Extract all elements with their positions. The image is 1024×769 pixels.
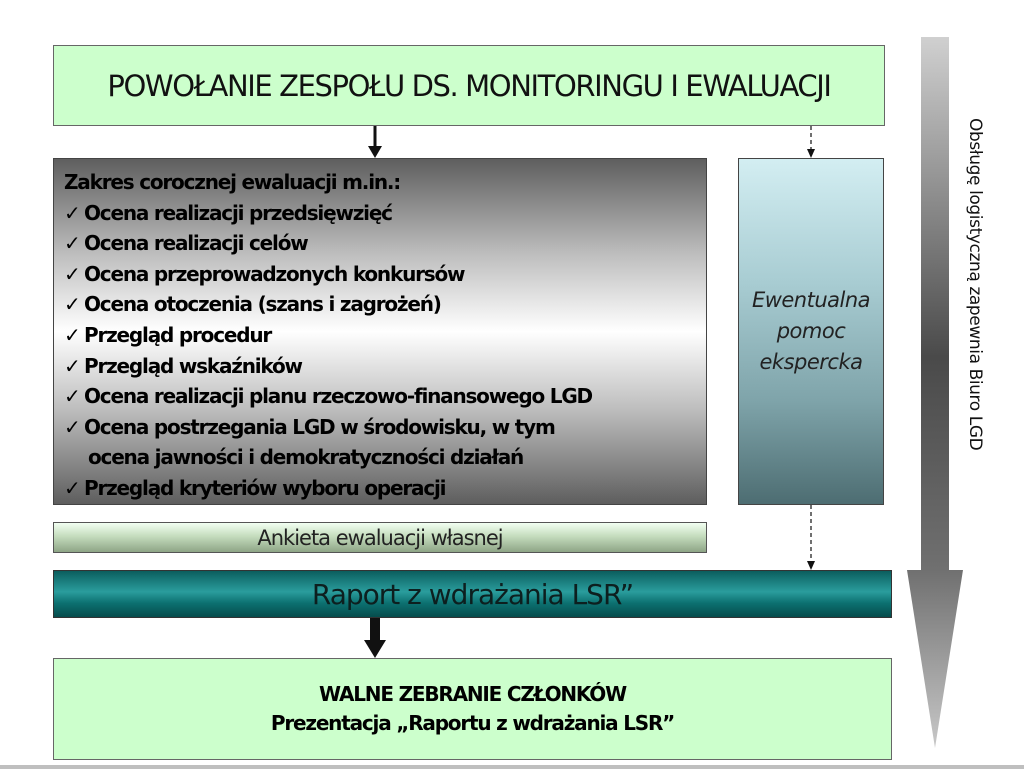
check-icon: ✓ — [64, 475, 81, 500]
scope-item: ✓Ocena postrzegania LGD w środowisku, w … — [64, 412, 698, 443]
survey-label: Ankieta ewaluacji własnej — [257, 525, 503, 550]
arrow-head-icon — [807, 561, 815, 570]
box-self-evaluation-survey: Ankieta ewaluacji własnej — [53, 522, 707, 553]
big-down-arrow-icon — [907, 37, 963, 748]
general-assembly-subtitle: Prezentacja „Raportu z wdrażania LSR” — [270, 711, 675, 735]
team-appointment-title: POWOŁANIE ZESPOŁU DS. MONITORINGU I EWAL… — [107, 68, 832, 103]
scope-item: ✓Ocena realizacji planu rzeczowo-finanso… — [64, 381, 698, 412]
check-icon: ✓ — [64, 322, 81, 347]
bottom-divider — [0, 765, 1024, 769]
scope-item: ✓Przegląd wskaźników — [64, 351, 698, 382]
arrow-head-icon — [368, 146, 382, 158]
check-icon: ✓ — [64, 353, 81, 378]
box-implementation-report: Raport z wdrażania LSR” — [53, 570, 892, 618]
side-label-logistics: Obsługę logistyczną zapewnia Biuro LGD — [965, 118, 985, 451]
scope-item: ✓Ocena realizacji przedsięwzięć — [64, 198, 698, 229]
scope-item-continuation: ocena jawności i demokratyczności działa… — [88, 445, 524, 470]
check-icon: ✓ — [64, 200, 81, 225]
scope-item: ✓Przegląd kryteriów wyboru operacji — [64, 473, 698, 504]
box-team-appointment: POWOŁANIE ZESPOŁU DS. MONITORINGU I EWAL… — [53, 45, 885, 126]
scope-item: ✓Przegląd procedur — [64, 320, 698, 351]
box-evaluation-scope: Zakres corocznej ewaluacji m.in.: ✓Ocena… — [53, 158, 707, 505]
scope-item: ✓Ocena realizacji celów — [64, 228, 698, 259]
check-icon: ✓ — [64, 384, 81, 409]
check-icon: ✓ — [64, 261, 81, 286]
expert-line-1: Ewentualna — [751, 288, 871, 312]
general-assembly-title: WALNE ZEBRANIE CZŁONKÓW — [319, 682, 627, 706]
expert-line-2: pomoc — [776, 319, 846, 343]
arrow-head-icon — [364, 640, 386, 658]
check-icon: ✓ — [64, 414, 81, 439]
arrow-head-icon — [807, 149, 815, 158]
scope-item: ✓Ocena przeprowadzonych konkursów — [64, 259, 698, 290]
scope-item: ✓Ocena otoczenia (szans i zagrożeń) — [64, 289, 698, 320]
report-label: Raport z wdrażania LSR” — [311, 577, 634, 611]
scope-heading: Zakres corocznej ewaluacji m.in.: — [64, 170, 401, 194]
box-expert-help: Ewentualna pomoc ekspercka — [738, 158, 884, 505]
box-general-assembly: WALNE ZEBRANIE CZŁONKÓW Prezentacja „Rap… — [53, 658, 892, 760]
expert-line-3: ekspercka — [759, 350, 863, 374]
check-icon: ✓ — [64, 292, 81, 317]
check-icon: ✓ — [64, 231, 81, 256]
arrow-report-to-assembly — [370, 618, 380, 642]
